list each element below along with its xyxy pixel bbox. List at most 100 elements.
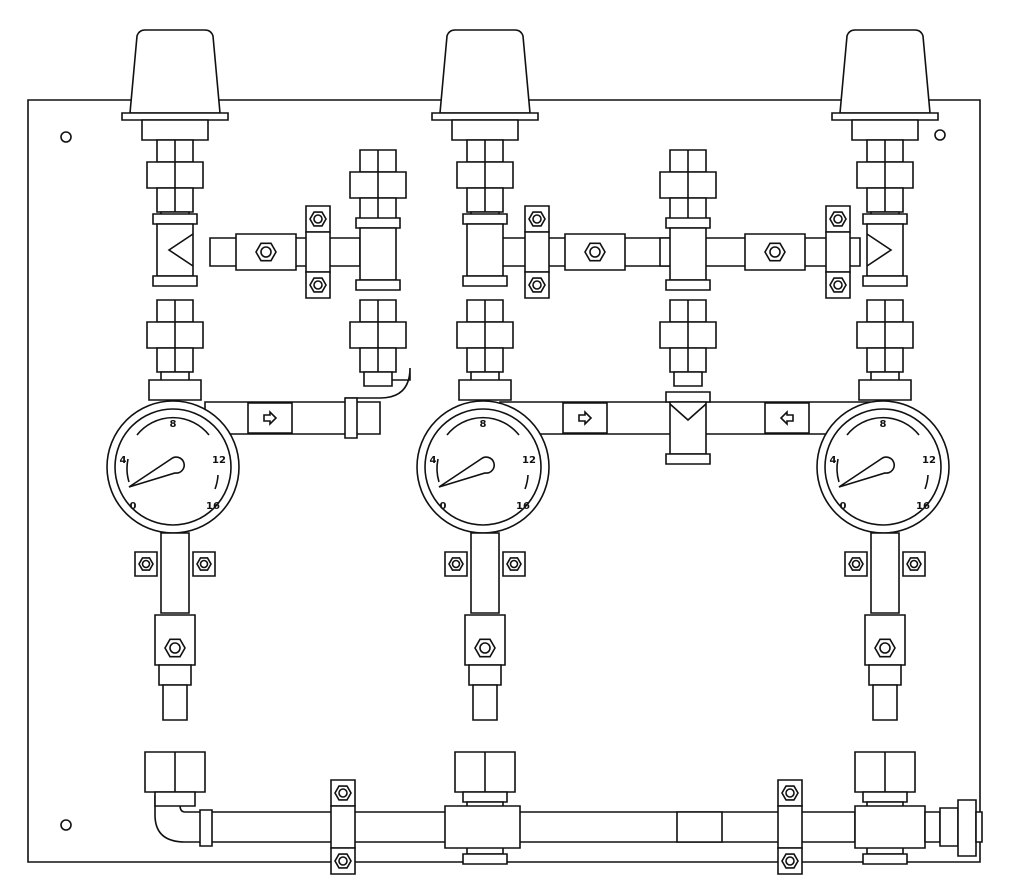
- drain-nut-0: [159, 665, 191, 685]
- pipe-clamp-bolt-bottom-hole: [786, 857, 794, 865]
- mounting-hole: [61, 132, 71, 142]
- tee-0-body: [157, 224, 193, 276]
- riser-left-tee-collar-top: [356, 218, 400, 228]
- gauge-label: 8: [480, 419, 487, 430]
- drain-tail-1: [473, 685, 497, 720]
- actuator-1-base: [432, 113, 538, 120]
- gauge-label: 12: [212, 455, 226, 466]
- mid-tee-collar-bottom: [666, 454, 710, 464]
- bottom-tee-1-collar-top: [463, 792, 507, 802]
- pipe-clamp-bolt-top-hole: [339, 789, 347, 797]
- drain-valve-hex-hole: [170, 643, 180, 653]
- pipe-clamp-bolt-bottom-hole: [314, 281, 322, 289]
- ball-valve-upper-3-stem-hex-hole: [770, 247, 780, 257]
- pipe-clamp-band: [306, 232, 330, 272]
- elbow-left: [345, 368, 410, 398]
- flow-arrow-icon: [781, 412, 793, 424]
- pipe-clamp-bolt-bottom-hole: [339, 857, 347, 865]
- bottom-collar: [200, 810, 212, 846]
- elbow-collar: [345, 398, 357, 438]
- bracket-bolt-hole: [453, 561, 460, 568]
- outlet-collar: [925, 812, 940, 842]
- gauge-needle: [129, 457, 184, 487]
- gauge-label: 16: [516, 501, 530, 512]
- actuator-2-cap: [840, 30, 930, 113]
- pipe-clamp-bolt-top-hole: [786, 789, 794, 797]
- bottom-pipe: [205, 812, 855, 842]
- actuator-1-nut: [452, 120, 518, 140]
- mid-tee-branch: [670, 404, 706, 420]
- riser-left-union-bottom-nipple: [364, 372, 392, 386]
- outlet-tail: [976, 812, 982, 842]
- gauge-scale-arc: [215, 475, 218, 489]
- actuator-2-nut: [852, 120, 918, 140]
- drain-tail-2: [873, 685, 897, 720]
- pipe-clamp-band: [525, 232, 549, 272]
- tee-1-body: [467, 224, 503, 276]
- outlet-nut: [940, 808, 958, 846]
- gauge-stem-1: [471, 533, 499, 613]
- gauge-adapter-2: [859, 380, 911, 400]
- riser-mid-tee-collar-top: [666, 218, 710, 228]
- pipe-clamp-bolt-top-hole: [834, 215, 842, 223]
- gauge-scale-arc: [525, 475, 528, 489]
- bracket-bolt-hole: [201, 561, 208, 568]
- gauge-scale-arc: [127, 459, 129, 482]
- outlet-hex: [958, 800, 976, 856]
- riser-mid-tee-collar-bottom: [666, 280, 710, 290]
- gauge-label: 4: [830, 455, 837, 466]
- tee-2-collar-bottom: [863, 276, 907, 286]
- flow-arrow-icon: [579, 412, 591, 424]
- tee-0-collar-bottom: [153, 276, 197, 286]
- bottom-tee-1-collar-bottom: [463, 854, 507, 864]
- pipe-clamp-band: [826, 232, 850, 272]
- riser-left-tee-collar-bottom: [356, 280, 400, 290]
- gauge-label: 0: [130, 501, 137, 512]
- gauge-needle: [839, 457, 894, 487]
- mid-tee-collar-top: [666, 392, 710, 402]
- pipe-clamp-bolt-top-hole: [533, 215, 541, 223]
- actuator-0-nut: [142, 120, 208, 140]
- pipe-clamp-band: [778, 806, 802, 848]
- pipe-clamp-band: [331, 806, 355, 848]
- gauge-label: 8: [170, 419, 177, 430]
- flow-arrow-icon: [264, 412, 276, 424]
- gauge-label: 0: [840, 501, 847, 512]
- gauge-scale-arc: [837, 459, 839, 482]
- tee-2-collar-top: [863, 214, 907, 224]
- gauge-stem-0: [161, 533, 189, 613]
- tee-2-body: [867, 224, 903, 276]
- gauge-label: 0: [440, 501, 447, 512]
- gauge-adapter-1: [459, 380, 511, 400]
- riser-mid-union-bottom-nipple: [674, 372, 702, 386]
- drain-valve-hex-hole: [480, 643, 490, 653]
- mounting-hole: [935, 130, 945, 140]
- tee-1-collar-top: [463, 214, 507, 224]
- actuator-0-base: [122, 113, 228, 120]
- gauge-adapter-0: [149, 380, 201, 400]
- bracket-bolt-hole: [853, 561, 860, 568]
- tee-0-branch: [169, 234, 193, 266]
- tee-1-collar-bottom: [463, 276, 507, 286]
- gauge-scale-arc: [447, 418, 519, 435]
- mid-tee-body: [670, 402, 706, 454]
- drain-valve-hex-hole: [880, 643, 890, 653]
- gauge-label: 12: [522, 455, 536, 466]
- riser-left-tee-body: [360, 228, 396, 280]
- drain-nut-2: [869, 665, 901, 685]
- tee-2-branch: [867, 234, 891, 266]
- gauge-scale-arc: [925, 475, 928, 489]
- bottom-tee-2-collar-top: [863, 792, 907, 802]
- ball-valve-upper-2-stem-hex-hole: [590, 247, 600, 257]
- pipe-clamp-bolt-bottom-hole: [834, 281, 842, 289]
- pipe-clamp-bolt-bottom-hole: [533, 281, 541, 289]
- bottom-elbow-collar: [155, 792, 195, 806]
- ball-valve-upper-1-stem-hex-hole: [261, 247, 271, 257]
- bottom-tee-body-right: [855, 806, 925, 848]
- drain-nut-1: [469, 665, 501, 685]
- mounting-hole: [61, 820, 71, 830]
- riser-mid-tee-body: [670, 228, 706, 280]
- bracket-bolt-hole: [143, 561, 150, 568]
- actuator-0-cap: [130, 30, 220, 113]
